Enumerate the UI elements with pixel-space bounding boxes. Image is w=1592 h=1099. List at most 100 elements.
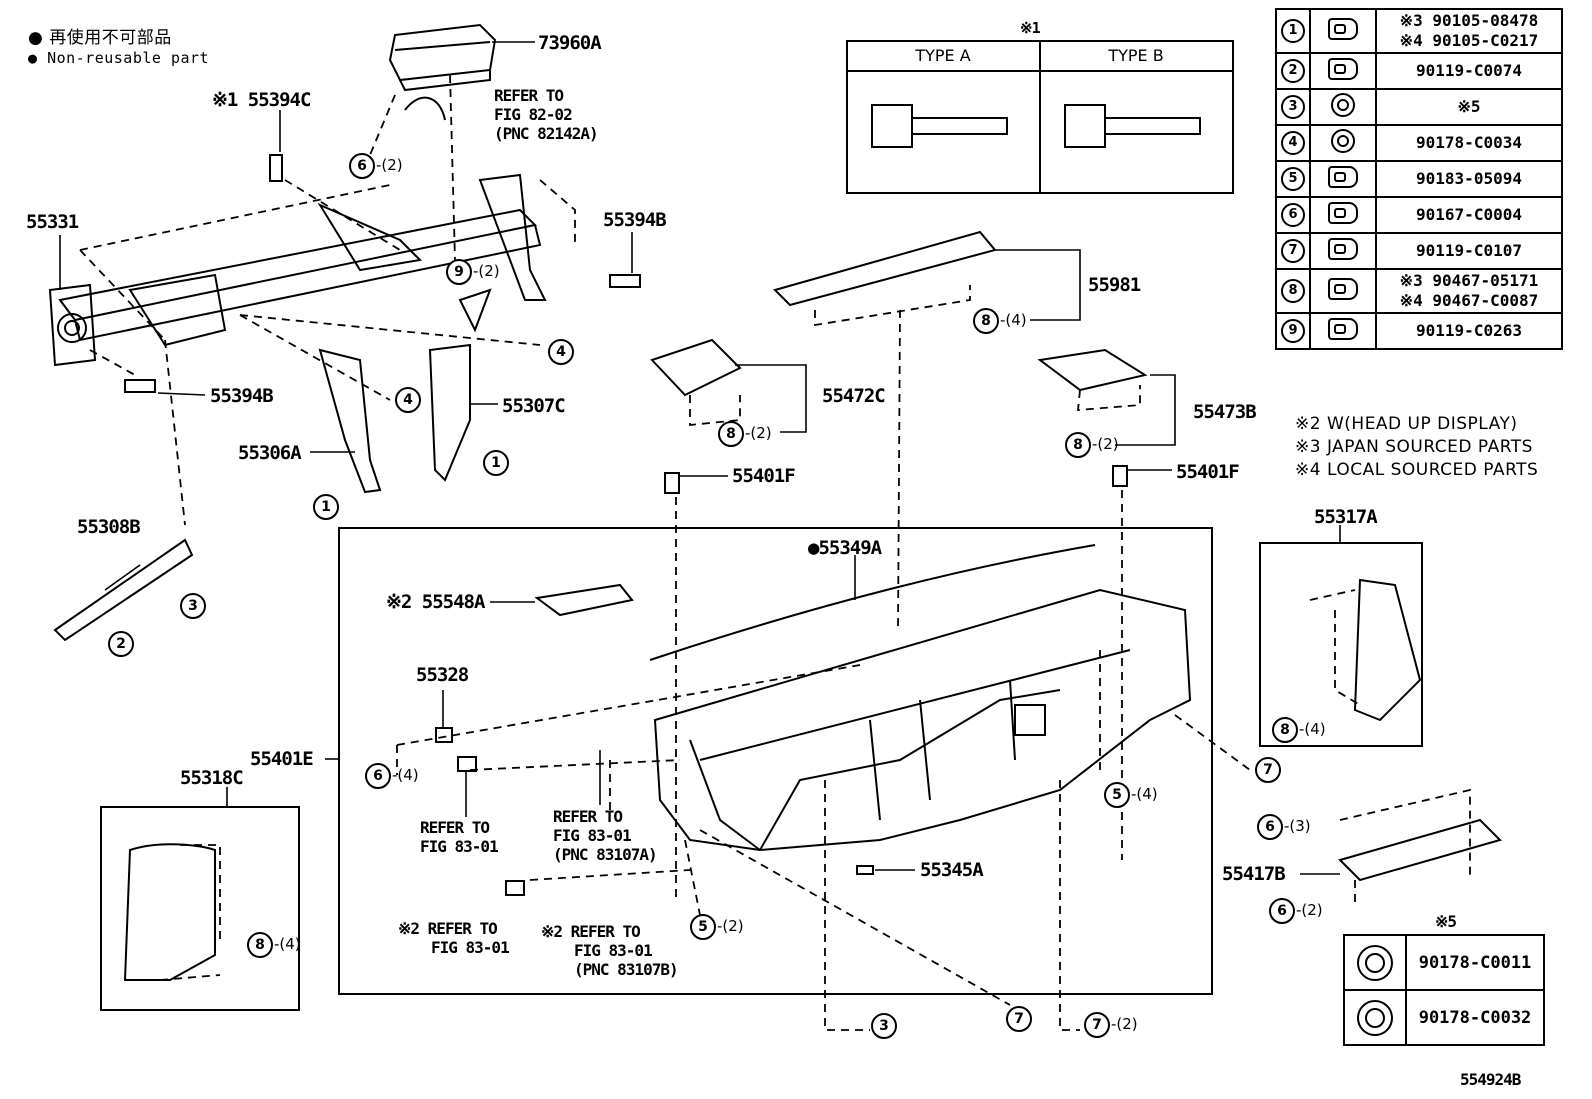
callout-number: 5 [690, 914, 716, 940]
bracket-55308b [53, 538, 194, 642]
part-55307c: 55307C [502, 395, 566, 417]
part-55345a: 55345A [920, 859, 984, 881]
part-55472c: 55472C [822, 385, 886, 407]
bolt-55394b-top [609, 274, 641, 288]
callout-number: 1 [313, 494, 339, 520]
part-55394c: ※1 55394C [212, 89, 311, 111]
part-55306a: 55306A [238, 442, 302, 464]
clip-icon [1328, 166, 1358, 192]
part-55981: 55981 [1088, 274, 1141, 296]
fastener-row: 8※3 90467-05171※4 90467-C0087 [1275, 268, 1563, 314]
bolt-55394b-left [124, 379, 156, 393]
part-number: ※3 90105-08478 [1399, 11, 1539, 30]
callout-number: 9 [446, 259, 472, 285]
callout-number: 6 [1269, 898, 1295, 924]
fastener-row: 6 90167-C0004 [1275, 196, 1563, 234]
callout-number: 6 [1257, 814, 1283, 840]
strip-55349a [649, 544, 1096, 661]
trim-55417b [1338, 818, 1502, 882]
callout-quantity: -(2) [717, 917, 744, 935]
callout-number: 4 [548, 339, 574, 365]
clip-55345a [856, 865, 874, 875]
ref-number: 6 [1281, 203, 1305, 227]
callout-quantity: -(2) [376, 156, 403, 174]
hud-55548a [534, 583, 634, 617]
instrument-panel [653, 588, 1192, 852]
bolt-icon [1328, 318, 1358, 344]
nut-icon [1357, 944, 1393, 981]
part-55308b: 55308B [77, 516, 141, 538]
nut-icon [1331, 129, 1355, 157]
bolt-55394c [269, 154, 283, 182]
note-3: ※3 JAPAN SOURCED PARTS [1295, 437, 1533, 457]
part-number-alt: ※4 90105-C0217 [1399, 31, 1539, 50]
side-cover-55318c [123, 843, 216, 981]
ref-number: 3 [1281, 95, 1305, 119]
callout-number: 5 [1104, 782, 1130, 808]
bolt-icon [1328, 18, 1358, 44]
clip-55401f-left [664, 472, 680, 494]
note-2: ※2 W(HEAD UP DISPLAY) [1295, 414, 1518, 434]
right-panel-frame [1259, 542, 1423, 747]
part-number: 90178-C0034 [1416, 133, 1522, 152]
side-panel-frame [100, 806, 300, 1011]
callout-number: 3 [180, 593, 206, 619]
panel-55472c [650, 338, 742, 397]
part-55401f-left: 55401F [732, 465, 796, 487]
ref-number: 5 [1281, 167, 1305, 191]
part-55328: 55328 [416, 664, 469, 686]
part-55317a: 55317A [1314, 506, 1378, 528]
panel-55981 [773, 230, 997, 307]
part-number: 90119-C0107 [1416, 241, 1522, 260]
s5-part: 90178-C0011 [1405, 934, 1545, 991]
fastener-row: 3 ※5 [1275, 88, 1563, 126]
callout-number: 1 [483, 450, 509, 476]
panel-55473b [1037, 348, 1148, 392]
part-73960a: 73960A [538, 32, 602, 54]
callout-quantity: -(2) [473, 262, 500, 280]
airbag-module [388, 23, 497, 92]
clip-icon [1328, 278, 1358, 304]
part-55394b-left: 55394B [210, 385, 274, 407]
legend-jp: ● 再使用不可部品 [28, 28, 172, 48]
type-b-label: TYPE B [1108, 46, 1164, 65]
callout-number: 4 [395, 387, 421, 413]
part-number: ※5 [1457, 97, 1481, 116]
callout-number: 8 [718, 421, 744, 447]
callout-number: 8 [1272, 717, 1298, 743]
bolt-refer [457, 756, 477, 772]
callout-number: 6 [365, 763, 391, 789]
part-55394b-top: 55394B [603, 209, 667, 231]
part-55401f-right: 55401F [1176, 461, 1240, 483]
callout-number: 8 [973, 308, 999, 334]
legend-en: ● Non-reusable part [28, 49, 210, 67]
s5-table: 90178-C0011 90178-C0032 [1343, 934, 1545, 1046]
callout-number: 2 [108, 631, 134, 657]
ref-number: 8 [1281, 279, 1305, 303]
ref-number: 9 [1281, 319, 1305, 343]
callout-number: 7 [1255, 757, 1281, 783]
bolt-icon [1328, 58, 1358, 84]
type-bolts [871, 104, 1201, 148]
callout-quantity: -(4) [1131, 785, 1158, 803]
callout-quantity: -(2) [1092, 435, 1119, 453]
callout-number: 7 [1006, 1006, 1032, 1032]
dashboard-frame [338, 527, 1213, 995]
bolt-icon [1328, 202, 1358, 228]
part-number: 90167-C0004 [1416, 205, 1522, 224]
bolt-refer-2 [505, 880, 525, 896]
callout-quantity: -(2) [1111, 1015, 1138, 1033]
callout-quantity: -(4) [392, 766, 419, 784]
cover-55317a [1353, 578, 1422, 722]
reinforcement-beam [48, 173, 547, 494]
